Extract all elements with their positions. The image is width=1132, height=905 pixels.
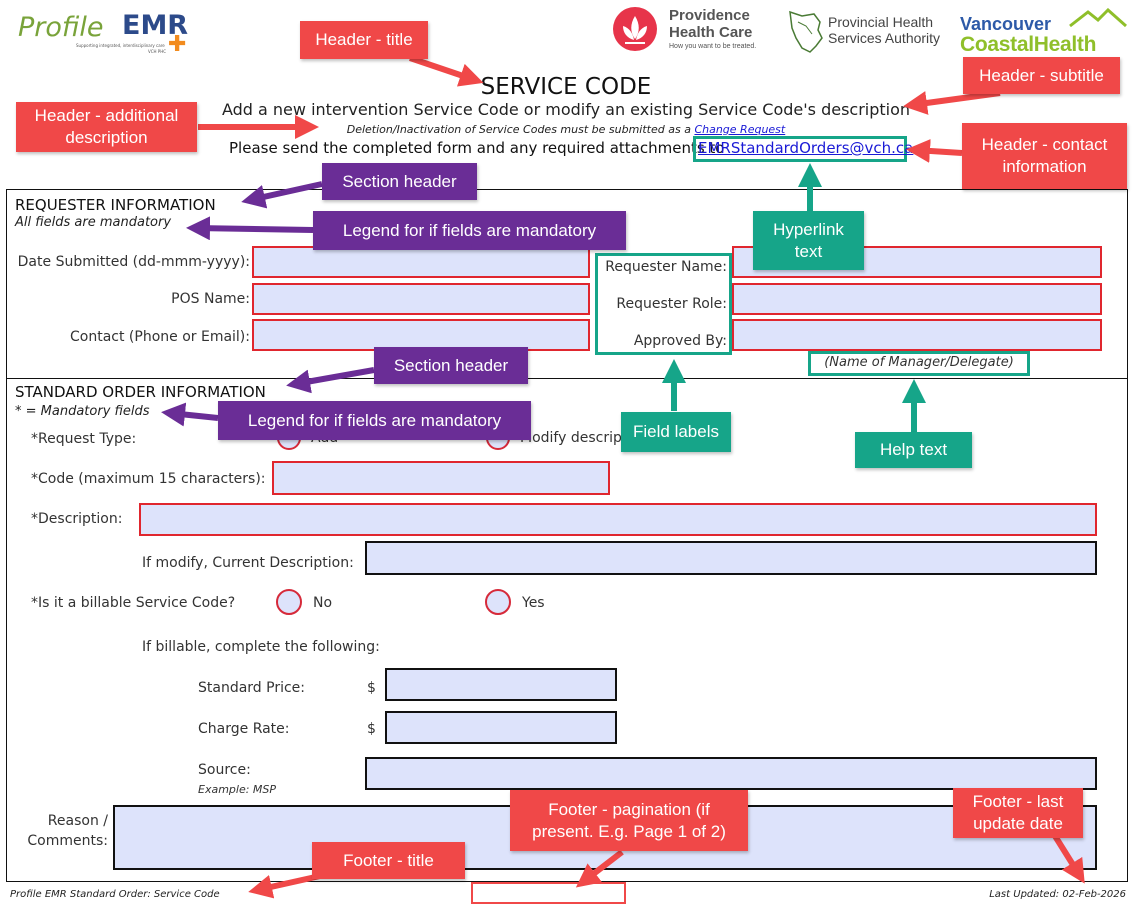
- requester-legend: All fields are mandatory: [15, 215, 172, 230]
- billable-label: *Is it a billable Service Code?: [31, 595, 236, 611]
- requester-role-label: Requester Role:: [616, 296, 727, 312]
- phsa-line1: Provincial Health: [828, 14, 934, 30]
- date-submitted-label: Date Submitted (dd-mmm-yyyy):: [17, 254, 250, 270]
- requester-role-field[interactable]: [732, 283, 1102, 315]
- pos-name-field[interactable]: [252, 283, 590, 315]
- rate-currency-symbol: $: [367, 721, 376, 737]
- email-link[interactable]: EMRStandardOrders@vch.ca: [698, 139, 914, 157]
- billable-yes-radio[interactable]: [485, 589, 511, 615]
- request-type-modify-label: Modify description: [520, 430, 649, 446]
- form-outer-border: [6, 189, 1128, 882]
- profile-logo-text: Profile: [18, 12, 104, 43]
- current-description-field[interactable]: [365, 541, 1097, 575]
- callout-header-subtitle: Header - subtitle: [963, 57, 1120, 94]
- vch-logo: Vancouver CoastalHealth: [960, 8, 1130, 58]
- page-subtitle: Add a new intervention Service Code or m…: [221, 100, 911, 119]
- arrow-header-contact: [906, 138, 963, 163]
- contact-text: Please send the completed form and any r…: [229, 139, 725, 157]
- callout-footer-last-update: Footer - last update date: [953, 788, 1083, 838]
- footer-last-updated: Last Updated: 02-Feb-2026: [989, 889, 1126, 900]
- callout-header-additional: Header - additional description: [16, 102, 197, 152]
- header-additional-description: Deletion/Inactivation of Service Codes m…: [0, 123, 1132, 136]
- pos-name-label: POS Name:: [171, 291, 250, 307]
- profile-emr-logo: Profile EMR ✚ Supporting integrated, int…: [18, 10, 189, 57]
- providence-lotus-icon: [613, 7, 657, 51]
- approved-by-label: Approved By:: [633, 333, 727, 349]
- vch-line1: Vancouver: [960, 14, 1052, 34]
- callout-header-contact: Header - contact information: [962, 123, 1127, 189]
- bc-map-icon: [789, 10, 823, 53]
- description-field[interactable]: [139, 503, 1097, 536]
- section-divider: [6, 378, 1128, 379]
- request-type-label: *Request Type:: [31, 431, 137, 447]
- callout-footer-title: Footer - title: [312, 842, 465, 879]
- providence-line2: Health Care: [669, 24, 753, 41]
- emr-logo-text: EMR: [122, 10, 189, 41]
- billable-yes-label: Yes: [522, 595, 545, 611]
- date-submitted-field[interactable]: [252, 246, 590, 278]
- source-label: Source:: [198, 762, 251, 778]
- callout-help-text: Help text: [855, 432, 972, 468]
- profile-logo-tagline: Supporting integrated, interdisciplinary…: [76, 43, 165, 48]
- source-field[interactable]: [365, 757, 1097, 790]
- approved-by-field[interactable]: [732, 319, 1102, 351]
- vch-mountain-icon: [1069, 8, 1127, 28]
- requester-name-label: Requester Name:: [605, 259, 727, 275]
- callout-field-labels: Field labels: [621, 412, 731, 452]
- source-example: Example: MSP: [198, 783, 277, 796]
- reason-label-line2: Comments:: [27, 833, 108, 849]
- requester-section-header: REQUESTER INFORMATION: [15, 196, 216, 214]
- reason-label-line1: Reason /: [47, 813, 108, 829]
- code-field[interactable]: [272, 461, 610, 495]
- vch-line2: CoastalHealth: [960, 33, 1097, 56]
- field-labels-box: [595, 253, 732, 355]
- current-description-label: If modify, Current Description:: [142, 555, 354, 571]
- callout-legend-1: Legend for if fields are mandatory: [313, 211, 626, 250]
- profile-logo-tagline2: VCH PHC: [148, 49, 167, 54]
- price-currency-symbol: $: [367, 680, 376, 696]
- help-text-box: [808, 351, 1030, 376]
- providence-logo: Providence Health Care How you want to b…: [612, 6, 787, 56]
- description-label: *Description:: [31, 511, 123, 527]
- standard-section-header: STANDARD ORDER INFORMATION: [15, 383, 266, 401]
- code-label: *Code (maximum 15 characters):: [31, 471, 266, 487]
- page-title: SERVICE CODE: [480, 74, 652, 100]
- providence-tagline: How you want to be treated.: [669, 43, 757, 50]
- footer-pagination-box: [471, 882, 626, 904]
- callout-section-header-2: Section header: [374, 347, 528, 384]
- providence-line1: Providence: [669, 7, 750, 24]
- header-contact: Please send the completed form and any r…: [229, 139, 724, 157]
- standard-price-label: Standard Price:: [198, 680, 306, 696]
- charge-rate-label: Charge Rate:: [198, 721, 290, 737]
- callout-header-title: Header - title: [300, 21, 428, 59]
- standard-price-field[interactable]: [385, 668, 617, 701]
- additional-text: Deletion/Inactivation of Service Codes m…: [346, 123, 691, 136]
- callout-legend-2: Legend for if fields are mandatory: [218, 401, 531, 440]
- standard-legend: * = Mandatory fields: [15, 404, 150, 419]
- billable-no-radio[interactable]: [276, 589, 302, 615]
- change-request-link[interactable]: Change Request: [694, 123, 786, 136]
- phsa-line2: Services Authority: [828, 30, 941, 46]
- billable-note: If billable, complete the following:: [142, 639, 380, 655]
- callout-section-header-1: Section header: [322, 163, 477, 200]
- charge-rate-field[interactable]: [385, 711, 617, 744]
- callout-hyperlink: Hyperlink text: [753, 211, 864, 270]
- footer-title: Profile EMR Standard Order: Service Code: [10, 889, 220, 900]
- phsa-logo: Provincial Health Services Authority: [784, 8, 959, 56]
- contact-field[interactable]: [252, 319, 590, 351]
- callout-footer-pagination: Footer - pagination (if present. E.g. Pa…: [510, 790, 748, 851]
- email-link-box: [693, 136, 907, 162]
- approved-by-help-text: (Name of Manager/Delegate): [824, 355, 1014, 370]
- billable-no-label: No: [313, 595, 333, 611]
- profile-plus-icon: ✚: [168, 32, 187, 57]
- contact-label: Contact (Phone or Email):: [70, 329, 250, 345]
